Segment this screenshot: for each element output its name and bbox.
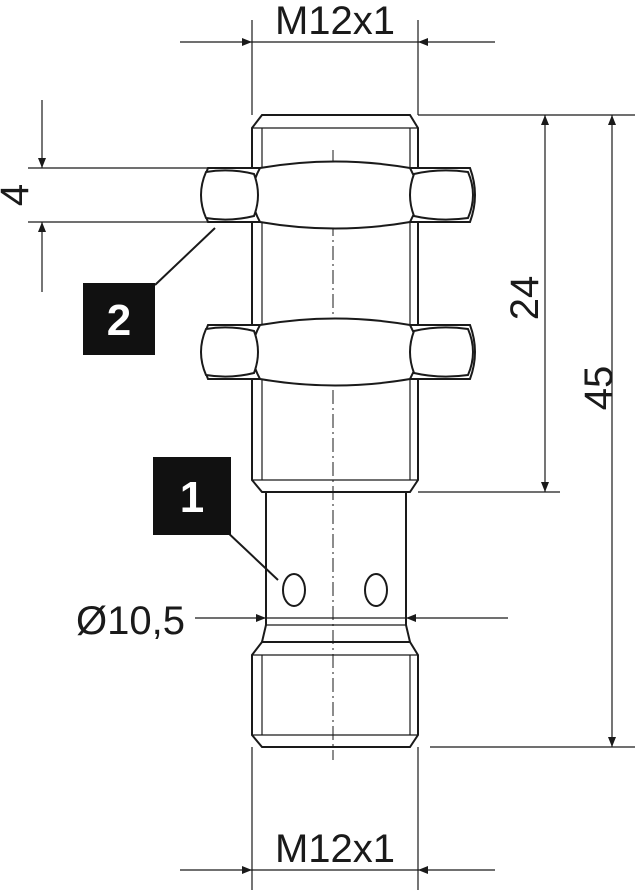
dim-thread-length [418,114,560,493]
callout-2-badge [83,283,155,355]
dim-top-thread [180,20,495,115]
dim-top-thread-label: M12x1 [275,0,395,43]
callout-1-leader [224,529,279,581]
dim-bottom-thread [180,747,495,890]
hex-nut-upper [200,160,476,230]
led-window-left [282,573,306,607]
hex-nut-lower [200,317,476,387]
callout-1-badge [153,457,231,535]
dim-body-diameter-label: Ø10,5 [76,599,185,643]
callout-1-label: 1 [180,473,204,522]
connector-thread [251,624,419,748]
dim-nut-thickness-label: 4 [0,184,37,206]
dim-total-length [430,114,635,748]
dim-bottom-thread-label: M12x1 [275,827,395,871]
sensor-neck [265,492,407,626]
dim-total-length-label: 45 [577,366,621,411]
callout-2-label: 2 [107,296,131,345]
dim-nut-thickness [28,100,208,292]
dim-thread-length-label: 24 [503,276,547,321]
led-window-right [364,573,388,607]
callout-2-leader [154,227,216,286]
